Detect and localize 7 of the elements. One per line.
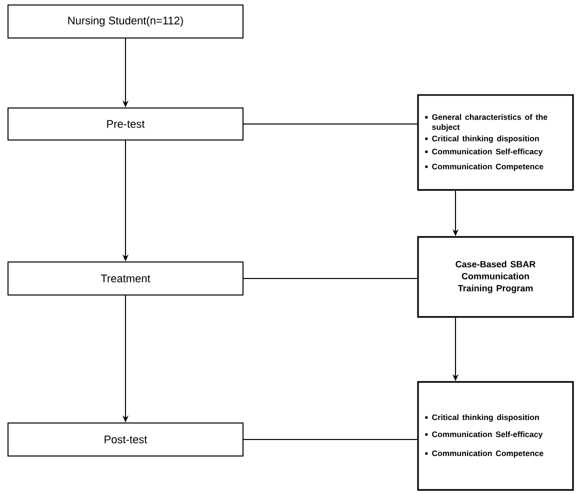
stage-box: Post-test (8, 422, 244, 456)
measure-list-box: Critical thinking disposition Communication Self-efficacy Communication Competence (417, 381, 574, 491)
program-box: Case-Based SBAR Communication Training Program (417, 236, 574, 318)
stage-box: Nursing Student(n=112) (8, 4, 244, 38)
stage-box: Treatment (8, 262, 244, 296)
measure-list-box: General characteristics of the subject Critical thinking disposition Communication Self-efficacy Communication Competence (417, 94, 574, 191)
stage-box: Pre-test (8, 107, 244, 140)
